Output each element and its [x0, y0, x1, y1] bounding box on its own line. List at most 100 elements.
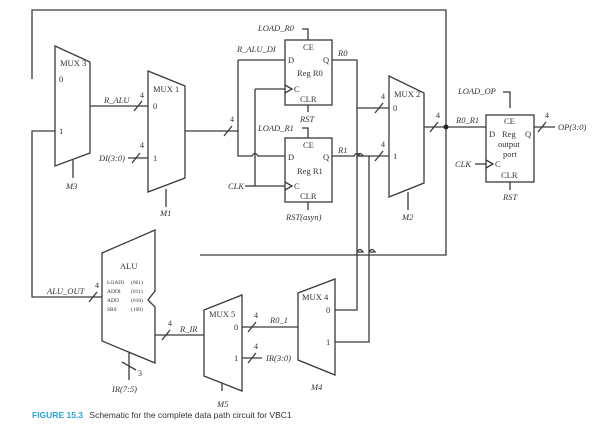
- mux5-body: [203, 294, 243, 392]
- reg-r0-c: C: [294, 84, 300, 94]
- mux1-select-label: M1: [159, 208, 171, 218]
- bus-width-label: 4: [545, 111, 549, 120]
- mux1-label: MUX 1: [153, 84, 179, 94]
- mux4-in1-label: 1: [326, 337, 330, 347]
- bus-slash: [247, 321, 257, 333]
- mux4-label: MUX 4: [302, 292, 329, 302]
- wire-r1-to-mux4: [330, 156, 377, 343]
- wire-load-r0: [302, 28, 309, 40]
- mux2-label: MUX 2: [394, 89, 420, 99]
- clock-triangle-icon: [284, 181, 294, 191]
- mux3: MUX 3 0 1 M3: [54, 44, 91, 191]
- alu-op-code: (010): [131, 297, 143, 304]
- r-ir-label: R_IR: [179, 324, 198, 334]
- bus-markers: 4 4 4 4 4 4 4 4 4 4 4 3: [88, 91, 549, 378]
- r-alu-label: R_ALU: [103, 95, 130, 105]
- bus-slash: [429, 121, 439, 133]
- mux1-in1-label: 1: [153, 153, 157, 163]
- reg-op-rst-label: RST: [502, 192, 518, 202]
- figure-caption: FIGURE 15.3 Schematic for the complete d…: [32, 410, 292, 420]
- figure-caption-text: Schematic for the complete data path cir…: [89, 410, 292, 420]
- reg-r1-name: Reg R1: [297, 166, 323, 176]
- wire-r0-to-mux4: [330, 156, 365, 311]
- bus-width-label: 4: [436, 111, 440, 120]
- load-op-label: LOAD_OP: [457, 86, 496, 96]
- bus-width-label: 4: [168, 319, 172, 328]
- alu: ALU LOADI (001) ADDI (011) ADD (010) SR0…: [101, 229, 156, 394]
- wire-r1: [332, 152, 389, 157]
- mux2: MUX 2 0 1 M2: [388, 74, 425, 222]
- reg-r0-q: Q: [323, 55, 329, 65]
- op-out-label: OP(3:0): [558, 122, 586, 132]
- reg-r1: CE D Q Reg R1 C CLR LOAD_R1 RST(asyn) R1: [257, 123, 347, 222]
- alu-op: SR0: [107, 307, 117, 313]
- wire-r0-hop: [356, 108, 365, 159]
- mux3-select-label: M3: [65, 181, 77, 191]
- mux1-body: [147, 70, 186, 193]
- bus-slash: [537, 121, 547, 133]
- alu-out-label: ALU_OUT: [46, 286, 86, 296]
- reg-op-name: Reg: [502, 129, 516, 139]
- bus-width-label: 4: [381, 140, 385, 149]
- alu-label: ALU: [120, 261, 137, 271]
- figure-number: FIGURE 15.3: [32, 410, 84, 420]
- r0-label: R0: [337, 48, 348, 58]
- mux5-in0-label: 0: [234, 322, 238, 332]
- wire-clk-bus: [254, 89, 285, 187]
- wires: [31, 9, 555, 391]
- bus-width-label: 4: [230, 115, 234, 124]
- reg-op-q: Q: [525, 129, 531, 139]
- bus-slash: [223, 125, 233, 137]
- mux4-select-label: M4: [310, 382, 323, 392]
- alu-op-code: (001): [131, 279, 143, 286]
- alu-op: ADDI: [107, 289, 121, 295]
- ir-3-0-label: IR(3:0): [265, 353, 291, 363]
- mux1-in0-label: 0: [153, 101, 157, 111]
- mux3-label: MUX 3: [60, 58, 86, 68]
- bus-width-label: 4: [254, 311, 258, 320]
- mux2-select-label: M2: [401, 212, 414, 222]
- mux4-in0-label: 0: [326, 305, 330, 315]
- di-label: DI(3:0): [98, 153, 125, 163]
- reg-r0-ce: CE: [303, 42, 314, 52]
- alu-op: LOADI: [107, 280, 124, 286]
- mux4-body: [297, 278, 336, 376]
- reg-r0-body: [284, 39, 333, 106]
- reg-r0-name: Reg R0: [297, 68, 323, 78]
- bus-slash: [131, 152, 141, 164]
- bus-slash: [374, 150, 384, 162]
- reg-op-body: [485, 114, 535, 183]
- reg-r1-c: C: [294, 181, 300, 191]
- mux4: MUX 4 0 1 M4: [297, 278, 336, 392]
- wire-feedback-loop: [31, 9, 447, 256]
- reg-op-name-3: port: [503, 149, 517, 159]
- reg-op-name-2: output: [498, 139, 520, 149]
- bus-slash: [374, 102, 384, 114]
- reg-r1-d: D: [288, 152, 294, 162]
- reg-r1-q: Q: [323, 152, 329, 162]
- mux1: MUX 1 0 1 M1: [147, 70, 186, 218]
- mux2-in1-label: 1: [393, 151, 397, 161]
- mux5-label: MUX 5: [209, 309, 235, 319]
- reg-r1-rst-label: RST(asyn): [285, 212, 322, 222]
- reg-r0-d: D: [288, 55, 294, 65]
- r-alu-di-label: R_ALU_DI: [236, 44, 277, 54]
- wire-load-op: [503, 91, 511, 108]
- alu-op: ADD: [107, 298, 119, 304]
- reg-r1-clr: CLR: [300, 191, 317, 201]
- bus-width-label: 3: [138, 369, 142, 378]
- wire-load-r1: [302, 127, 309, 138]
- bus-slash: [161, 329, 171, 341]
- reg-op-d: D: [489, 129, 495, 139]
- ir-7-5-label: IR(7:5): [111, 384, 137, 394]
- clk-label: CLK: [228, 181, 245, 191]
- r0-r1-label: R0_R1: [455, 115, 479, 125]
- mux5-in1-label: 1: [234, 353, 238, 363]
- bus-width-label: 4: [381, 92, 385, 101]
- clock-triangle-icon: [284, 84, 294, 94]
- reg-output-port: CE D Reg Q output port C CLR LOAD_OP RST…: [455, 86, 586, 202]
- reg-r1-ce: CE: [303, 140, 314, 150]
- mux3-in1-label: 1: [59, 126, 63, 136]
- mux2-in0-label: 0: [393, 103, 397, 113]
